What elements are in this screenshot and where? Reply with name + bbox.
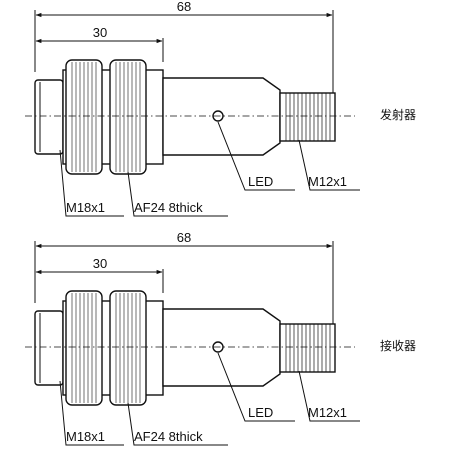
sensor-receiver: 68 30 L [25,230,416,446]
nut-right-knurl [115,62,141,172]
connector-label: M12x1 [308,174,347,189]
overall-length-text: 68 [177,0,191,14]
role-label: 发射器 [380,107,416,122]
nut-label: AF24 8thick [134,200,203,215]
nut-right-knurl [115,293,141,403]
connector [279,323,336,373]
connector [279,92,336,142]
connector-label: M12x1 [308,405,347,420]
nut-label: AF24 8thick [134,429,203,444]
front-cap [34,310,64,386]
body-thread-label: M18x1 [66,200,105,215]
overall-length-text: 68 [177,230,191,245]
connector-threads [285,324,331,372]
nut-left-knurl [71,293,97,403]
role-label: 接收器 [380,338,416,353]
led-label: LED [248,405,273,420]
nut-left-knurl [71,62,97,172]
thread-length-text: 30 [93,256,107,271]
thread-length-text: 30 [93,25,107,40]
front-cap [34,79,64,155]
sensor-transmitter: 68 30 [25,0,416,217]
connector-threads [285,93,331,141]
led-label: LED [248,174,273,189]
body-thread-label: M18x1 [66,429,105,444]
